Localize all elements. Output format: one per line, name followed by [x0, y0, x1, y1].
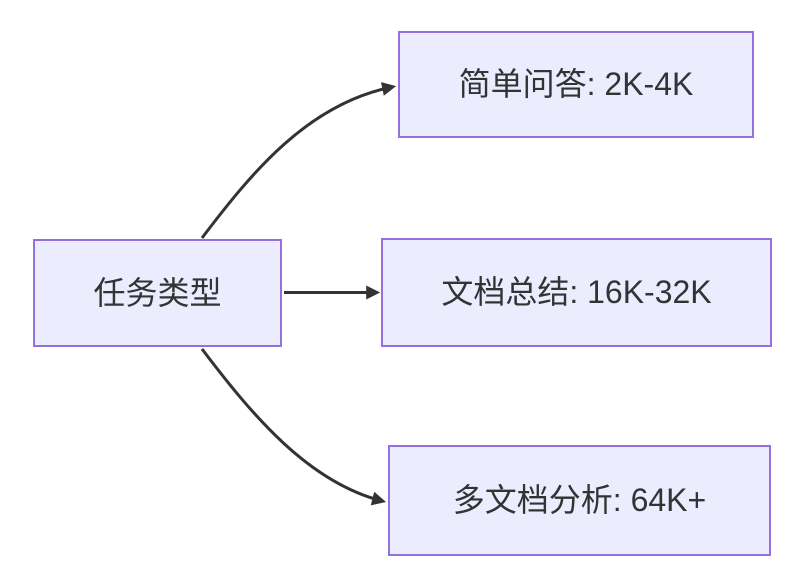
- node-multi-doc-analysis: 多文档分析: 64K+: [388, 445, 771, 556]
- node-multi-doc-analysis-label: 多文档分析: 64K+: [452, 482, 707, 519]
- edge-task-type-to-simple-qa: [200, 82, 397, 239]
- node-simple-qa: 简单问答: 2K-4K: [398, 31, 754, 138]
- node-task-type: 任务类型: [33, 239, 282, 347]
- node-task-type-label: 任务类型: [93, 274, 222, 311]
- node-doc-summary-label: 文档总结: 16K-32K: [441, 274, 712, 311]
- node-doc-summary: 文档总结: 16K-32K: [381, 238, 772, 347]
- node-simple-qa-label: 简单问答: 2K-4K: [458, 66, 694, 103]
- edge-task-type-to-multi-doc-analysis: [200, 348, 387, 506]
